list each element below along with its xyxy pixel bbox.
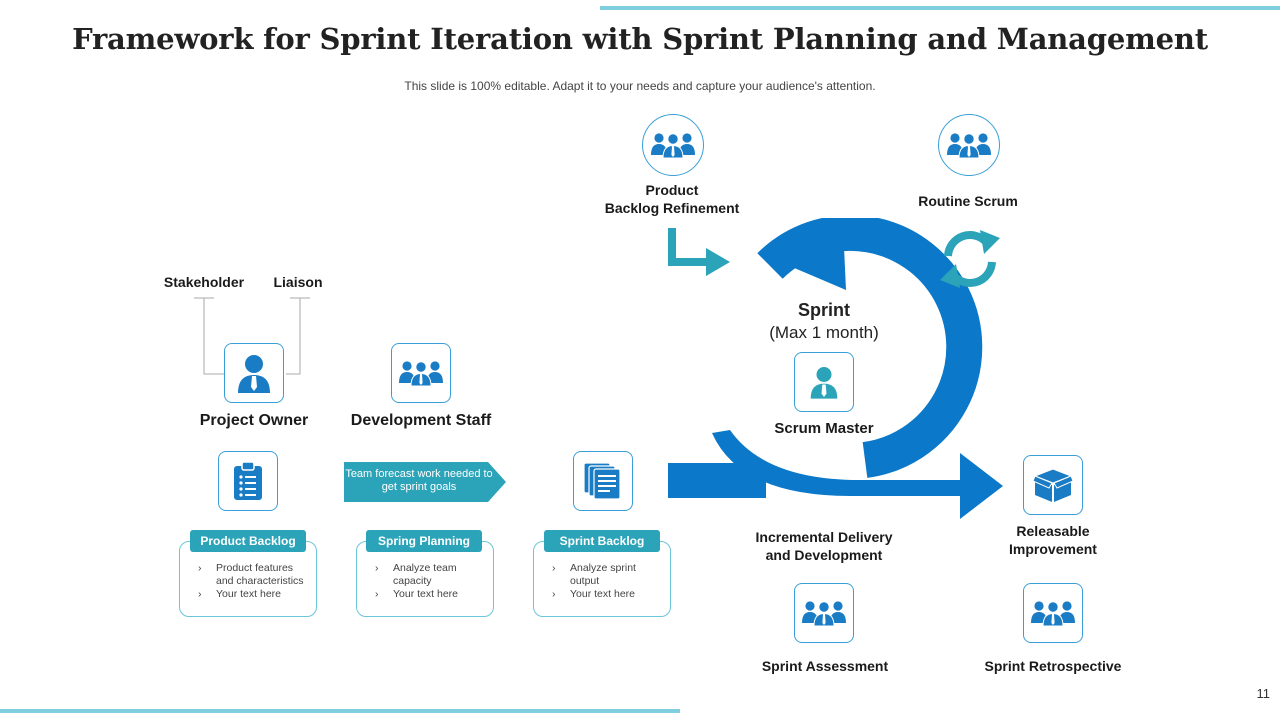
product-backlog-icon-box: [218, 451, 278, 511]
product-backlog-card: Product features and characteristics You…: [179, 541, 317, 617]
team-icon: [1031, 599, 1075, 627]
backlog-refinement-label: Product Backlog Refinement: [604, 182, 740, 216]
sprint-cycle-arrow: [668, 218, 1003, 519]
banner-text: Team forecast work needed to get sprint …: [345, 468, 493, 493]
team-icon: [947, 131, 991, 159]
card-item: Your text here: [371, 588, 487, 601]
slide-title: Framework for Sprint Iteration with Spri…: [72, 22, 1208, 56]
stakeholder-connector: [194, 297, 310, 375]
card-item: Analyze sprint output: [548, 562, 664, 588]
clipboard-icon: [234, 461, 262, 500]
card-item: Analyze team capacity: [371, 562, 487, 588]
releasable-improvement-box: [1023, 455, 1083, 515]
spring-planning-tag: Spring Planning: [366, 530, 482, 552]
product-backlog-tag: Product Backlog: [190, 530, 306, 552]
sprint-assessment-box: [794, 583, 854, 643]
top-accent-bar: [600, 6, 1280, 10]
bottom-accent-bar: [0, 709, 680, 713]
scrum-master-box: [794, 352, 854, 412]
development-staff-label: Development Staff: [350, 412, 492, 429]
stakeholder-label: Stakeholder: [163, 274, 245, 290]
sprint-duration: (Max 1 month): [769, 323, 879, 342]
routine-scrum-label: Routine Scrum: [918, 193, 1018, 209]
development-staff-box: [391, 343, 451, 403]
sprint-backlog-icon-box: [573, 451, 633, 511]
scrum-master-label: Scrum Master: [774, 420, 874, 437]
sprint-retrospective-label: Sprint Retrospective: [984, 658, 1122, 674]
page-number: 11: [1256, 686, 1271, 701]
box-icon: [1033, 468, 1073, 502]
slide-subtitle: This slide is 100% editable. Adapt it to…: [404, 79, 876, 93]
sprint-assessment-label: Sprint Assessment: [761, 658, 889, 674]
person-icon: [810, 367, 838, 399]
card-item: Your text here: [194, 588, 310, 601]
project-owner-label: Project Owner: [199, 412, 309, 429]
refinement-arrow-icon: [668, 228, 730, 276]
sprint-planning-banner: [344, 462, 506, 502]
liaison-label: Liaison: [273, 274, 323, 290]
routine-scrum-circle: [938, 114, 1000, 176]
documents-icon: [583, 462, 621, 500]
sprint-backlog-tag: Sprint Backlog: [544, 530, 660, 552]
team-icon: [399, 359, 443, 387]
refresh-icon: [940, 230, 1000, 288]
project-owner-box: [224, 343, 284, 403]
card-item: Your text here: [548, 588, 664, 601]
person-icon: [236, 353, 272, 393]
incremental-delivery-label: Incremental Delivery and Development: [755, 529, 893, 563]
team-icon: [651, 131, 695, 159]
releasable-improvement-label: Releasable Improvement: [1009, 523, 1097, 557]
sprint-retrospective-box: [1023, 583, 1083, 643]
backlog-refinement-circle: [642, 114, 704, 176]
sprint-title: Sprint: [798, 300, 850, 320]
card-item: Product features and characteristics: [194, 562, 310, 588]
team-icon: [802, 599, 846, 627]
spring-planning-card: Analyze team capacity Your text here: [356, 541, 494, 617]
sprint-backlog-card: Analyze sprint output Your text here: [533, 541, 671, 617]
